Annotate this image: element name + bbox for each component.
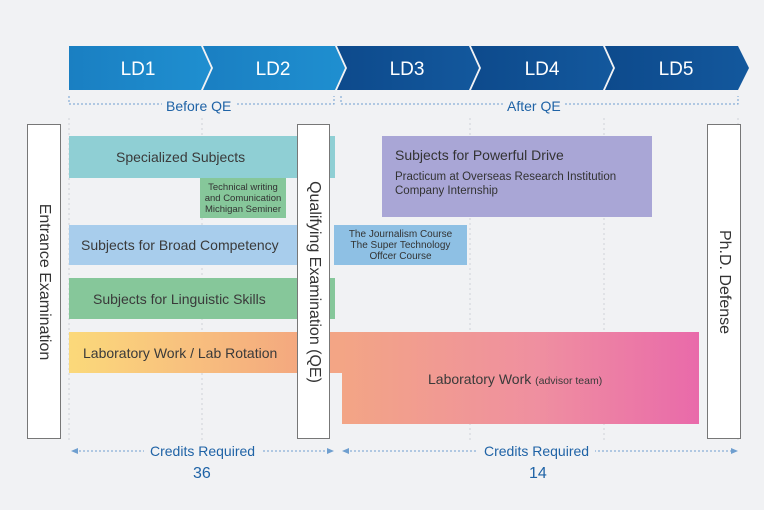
credits-required-after: Credits Required — [478, 443, 596, 459]
ld5-segment — [605, 46, 749, 90]
technical-line-2: and Comunication — [204, 192, 282, 204]
ld3-label: LD3 — [390, 59, 425, 80]
credits-value-before: 36 — [193, 465, 211, 482]
technical-line-1: Technical writing — [208, 181, 278, 193]
left-arrow-head-after — [342, 448, 349, 454]
broad-competency-label: Subjects for Broad Competency — [81, 237, 279, 253]
linguistic-skills-block: Subjects for Linguistic Skills — [69, 278, 335, 319]
journalism-course-block: The Journalism Course The Super Technolo… — [334, 225, 467, 265]
lab-work-block — [342, 332, 699, 424]
qualifying-exam-box: Qualifying Examination (QE) — [297, 124, 330, 439]
ld4-label: LD4 — [525, 59, 560, 80]
lab-work-title: Laboratory Work — [428, 371, 532, 387]
lab-rotation-label: Laboratory Work / Lab Rotation — [83, 344, 278, 361]
powerful-drive-title: Subjects for Powerful Drive — [395, 147, 564, 163]
lab-rotation-block: Laboratory Work / Lab Rotation — [69, 332, 335, 373]
journalism-line-2: The Super Technology — [350, 239, 451, 251]
ld5-label: LD5 — [659, 59, 694, 80]
ld1-label: LD1 — [121, 59, 156, 80]
internship-text: Company Internship — [395, 185, 498, 197]
credits-value-after: 14 — [529, 465, 547, 482]
right-arrow-head-before — [327, 448, 334, 454]
ld2-label: LD2 — [256, 59, 291, 80]
technical-line-3: Michigan Seminer — [204, 203, 282, 215]
journalism-line-1: The Journalism Course — [348, 228, 453, 240]
credits-required-before: Credits Required — [144, 443, 262, 459]
lab-connector — [329, 332, 343, 373]
lab-work-note: (advisor team) — [535, 375, 603, 387]
ld1-segment — [69, 46, 211, 90]
left-arrow-head-before — [71, 448, 78, 454]
phd-defense-box: Ph.D. Defense — [707, 124, 741, 439]
entrance-exam-box: Entrance Examination — [27, 124, 61, 439]
ld2-segment — [203, 46, 345, 90]
after-qe-label: After QE — [503, 98, 565, 114]
practicum-text: Practicum at Overseas Research Instituti… — [395, 171, 617, 183]
powerful-drive-block: Subjects for Powerful Drive Practicum at… — [382, 136, 652, 217]
specialized-subjects-label: Specialized Subjects — [116, 149, 246, 165]
journalism-line-3: Offcer Course — [369, 250, 432, 262]
ld3-segment — [337, 46, 479, 90]
right-arrow-head-after — [731, 448, 738, 454]
technical-writing-block: Technical writing and Comunication Michi… — [200, 178, 286, 218]
specialized-subjects-block: Specialized Subjects — [69, 136, 335, 178]
lab-work-label: Laboratory Work (advisor team) — [428, 371, 602, 387]
broad-competency-block: Subjects for Broad Competency — [69, 225, 309, 265]
level-bar: LD1 LD2 LD3 LD4 LD5 — [69, 46, 749, 90]
linguistic-skills-label: Subjects for Linguistic Skills — [93, 290, 266, 307]
ld4-segment — [471, 46, 613, 90]
before-qe-label: Before QE — [162, 98, 236, 114]
